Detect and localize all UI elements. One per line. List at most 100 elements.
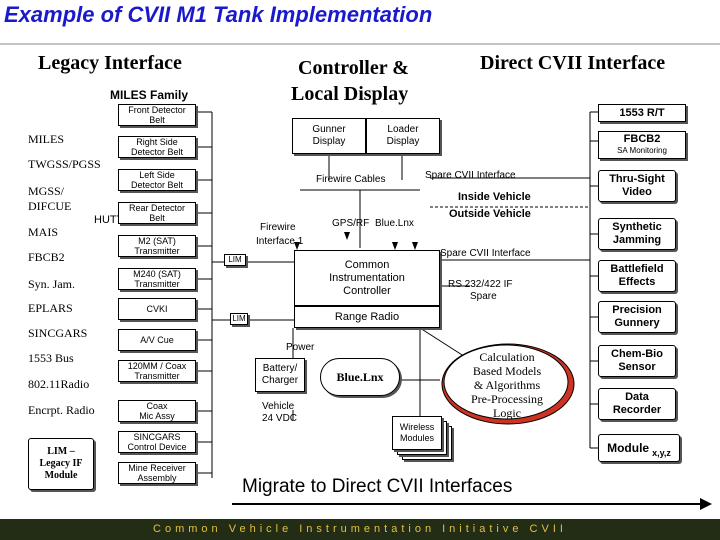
legacy-label-mgss: MGSS/	[28, 184, 65, 198]
calc-line: Logic	[493, 406, 521, 420]
controller-heading-line2: Local Display	[291, 83, 409, 105]
legacy-label-synjam: Syn. Jam.	[28, 277, 76, 291]
legacy-label-fbcb2: FBCB2	[28, 250, 65, 264]
box-line: A/V Cue	[140, 335, 174, 345]
inside-vehicle-label: Inside Vehicle	[458, 191, 531, 203]
hutt-label: HUTT	[94, 214, 124, 226]
calc-line: Pre-Processing	[471, 392, 543, 406]
rs232-label-line2: Spare	[470, 291, 497, 302]
module-label: Module	[607, 441, 650, 455]
page-title: Example of CVII M1 Tank Implementation	[4, 2, 433, 27]
box-line: Display	[386, 136, 420, 147]
box-line: Right Side	[136, 137, 178, 147]
legacy-label-mais: MAIS	[28, 225, 59, 239]
lim-legend-box: LIM – Legacy IF Module	[28, 438, 94, 490]
vehicle-power-line1: Vehicle	[262, 401, 295, 412]
calc-line: Calculation	[479, 350, 535, 364]
lim-legend-line3: Module	[44, 470, 78, 481]
battery-charger-box: Battery/Charger	[255, 358, 305, 392]
box-line: Assembly	[137, 473, 177, 483]
box-line: Synthetic	[612, 221, 662, 233]
power-label: Power	[286, 342, 315, 353]
direct-interface-heading: Direct CVII Interface	[480, 52, 666, 74]
legacy-label-1553: 1553 Bus	[28, 351, 74, 365]
box-line: Gunnery	[614, 317, 660, 329]
box-line: Controller	[343, 284, 391, 297]
footer-banner: Common Vehicle Instrumentation Initiativ…	[0, 519, 720, 540]
box-line: Front Detector	[128, 105, 186, 115]
box-line: Instrumentation	[329, 271, 405, 284]
box-line: Mic Assy	[139, 411, 175, 421]
box-line: SA Monitoring	[617, 146, 667, 155]
spare-cvii-interface-1: Spare CVII Interface	[425, 170, 516, 181]
spare-cvii-interface-2: Spare CVII Interface	[440, 248, 531, 259]
firewire-interface-line2: Interface 1	[256, 236, 304, 247]
box-line: Control Device	[127, 442, 187, 452]
box-line: Data	[625, 391, 649, 403]
box-line: Effects	[618, 276, 656, 288]
box-line: Common	[344, 258, 390, 271]
box-line: Battlefield	[610, 263, 664, 275]
box-line: Video	[622, 186, 652, 198]
calculation-logic-label: Calculation Based Models & Algorithms Pr…	[460, 350, 554, 420]
lim-box-2: LIM	[230, 313, 248, 325]
av-cue-box: A/V Cue	[118, 329, 196, 351]
box-line: Battery/	[262, 363, 298, 374]
box-line: 120MM / Coax	[127, 361, 187, 371]
legacy-label-80211: 802.11Radio	[28, 377, 90, 391]
box-line: Sensor	[618, 361, 656, 373]
outside-vehicle-label: Outside Vehicle	[449, 208, 531, 220]
box-line: Rear Detector	[128, 203, 186, 213]
box-line: M240 (SAT)	[133, 269, 181, 279]
lim-legend-line1: LIM –	[47, 446, 75, 457]
gps-rf-label: GPS/RF	[332, 218, 370, 229]
box-line: Gunner	[312, 124, 346, 135]
rs232-label-line1: RS 232/422 IF	[448, 279, 513, 290]
box-line: CVKI	[146, 304, 168, 314]
bluelnx-box: Blue.Lnx	[320, 358, 400, 396]
box-line: Charger	[261, 375, 299, 386]
miles-family-label: MILES Family	[110, 88, 189, 102]
box-line: Thru-Sight	[609, 173, 665, 185]
module-xyz-box: Module x,y,z	[598, 434, 680, 462]
box-line: Left Side	[139, 170, 175, 180]
legacy-label-sincgars: SINCGARS	[28, 326, 88, 340]
box-line: Transmitter	[134, 371, 180, 381]
box-line: Transmitter	[134, 246, 180, 256]
legacy-label-eplars: EPLARS	[28, 301, 73, 315]
legacy-interface-heading: Legacy Interface	[38, 52, 182, 74]
box-line: SINCGARS	[133, 432, 181, 442]
box-line: Modules	[399, 433, 435, 443]
box-line: M2 (SAT)	[138, 236, 176, 246]
m2-transmitter-box: M2 (SAT)Transmitter	[118, 235, 196, 257]
controller-heading-line1: Controller &	[298, 57, 409, 79]
box-line: Detector Belt	[130, 180, 184, 190]
box-line: Wireless	[399, 422, 435, 432]
range-radio-box: Range Radio	[294, 306, 440, 328]
firewire-cables-label: Firewire Cables	[316, 174, 386, 185]
calc-line: Based Models	[472, 364, 542, 378]
r1553-rt-box: 1553 R/T	[598, 104, 686, 122]
lim-legend-line2: Legacy IF	[39, 458, 83, 469]
bluelnx-antenna-label: Blue.Lnx	[375, 218, 414, 229]
box-line: Recorder	[612, 404, 662, 416]
m240-transmitter-box: M240 (SAT)Transmitter	[118, 268, 196, 290]
legacy-label-difcue: DIFCUE	[28, 199, 72, 213]
